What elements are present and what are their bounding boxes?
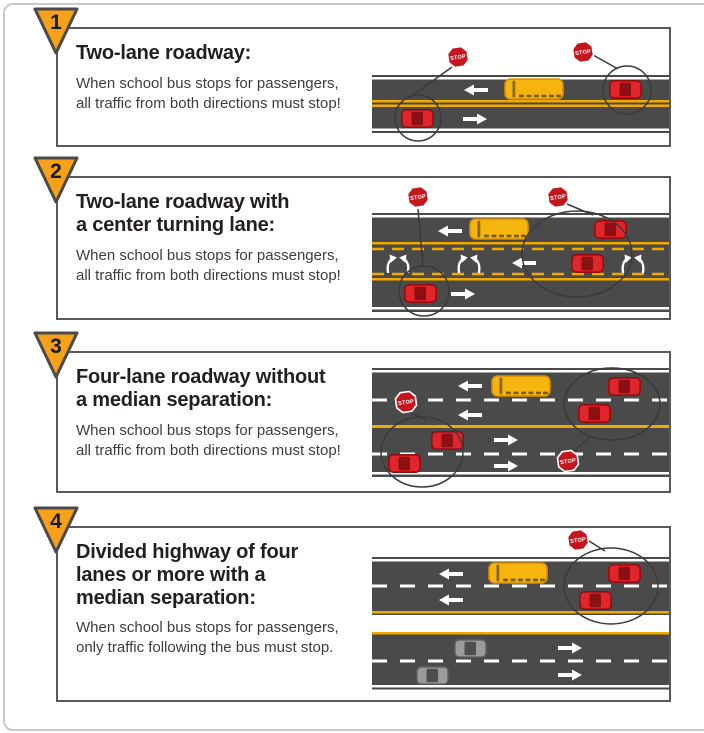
annotation-circle (602, 65, 652, 115)
stop-sign-icon: STOP (445, 44, 471, 70)
red-car (608, 377, 641, 396)
panel-4-text: Divided highway of four lanes or more wi… (76, 541, 381, 658)
stop-sign-icon: STOP (555, 448, 581, 474)
red-car (401, 109, 434, 128)
panel-1-number-marker: 1 (32, 6, 80, 56)
svg-text:STOP: STOP (575, 49, 592, 57)
panel-title: Two-lane roadway with a center turning l… (76, 191, 290, 236)
annotation-line (408, 66, 453, 99)
annotation-line (566, 203, 594, 216)
school-bus (469, 218, 529, 240)
panel-number: 3 (50, 335, 62, 358)
red-car (579, 591, 612, 610)
panel-1-road-illustration: STOP STOP (372, 39, 669, 142)
panel-number: 1 (50, 11, 62, 34)
panel-2-road-illustration: STOP STOP (372, 184, 669, 317)
annotation-line (572, 436, 591, 453)
annotation-ellipse (521, 210, 633, 298)
school-bus (488, 562, 548, 584)
stop-sign-icon: STOP (545, 184, 571, 210)
panel-center-turn-lane: 2 Two-lane roadway with a center turning… (56, 176, 671, 320)
panel-divided-highway: 4 Divided highway of four lanes or more … (56, 526, 671, 702)
panel-four-lane: 3 Four-lane roadway without a median sep… (56, 351, 671, 493)
svg-text:STOP: STOP (560, 458, 577, 466)
panel-description: When school bus stops for passengers, on… (76, 619, 339, 657)
stop-sign-icon: STOP (393, 389, 419, 415)
panel-description: When school bus stops for passengers, al… (76, 74, 341, 112)
red-car (608, 564, 641, 583)
panel-number: 2 (50, 160, 62, 183)
panel-description: When school bus stops for passengers, al… (76, 421, 341, 459)
school-bus (504, 78, 564, 100)
panel-description: When school bus stops for passengers, al… (76, 246, 341, 284)
red-car (431, 431, 464, 450)
panel-1-text: Two-lane roadway: When school bus stops … (76, 42, 381, 114)
svg-text:STOP: STOP (550, 194, 567, 202)
stop-sign-icon: STOP (570, 39, 596, 65)
red-car (609, 80, 642, 99)
annotation-line (409, 411, 427, 421)
panel-2-number-marker: 2 (32, 155, 80, 205)
annotation-circle (398, 265, 450, 317)
panel-3-text: Four-lane roadway without a median separ… (76, 366, 381, 460)
panel-3-road-illustration: STOP STOP (372, 367, 669, 488)
svg-text:STOP: STOP (410, 194, 427, 202)
panel-title: Divided highway of four lanes or more wi… (76, 541, 299, 609)
gray-car (454, 639, 487, 658)
panel-4-number-marker: 4 (32, 505, 80, 555)
panel-title: Four-lane roadway without a median separ… (76, 366, 326, 411)
red-car (404, 284, 437, 303)
panel-title: Two-lane roadway: (76, 42, 252, 64)
annotation-line (417, 208, 424, 267)
annotation-circle (394, 94, 442, 142)
panel-2-text: Two-lane roadway with a center turning l… (76, 191, 381, 285)
stop-sign-icon: STOP (565, 528, 591, 553)
panel-two-lane: 1 Two-lane roadway: When school bus stop… (56, 27, 671, 147)
annotation-line (588, 540, 606, 552)
svg-text:STOP: STOP (450, 54, 467, 62)
panel-number: 4 (50, 510, 62, 533)
page-frame (3, 3, 704, 731)
annotation-ellipse (380, 416, 464, 488)
school-bus (491, 375, 551, 397)
svg-text:STOP: STOP (570, 537, 587, 545)
stop-sign-icon: STOP (405, 184, 431, 210)
red-car (578, 404, 611, 423)
annotation-ellipse (563, 367, 661, 441)
svg-text:STOP: STOP (398, 399, 415, 407)
annotation-ellipse (563, 547, 659, 625)
gray-car (416, 666, 449, 685)
red-car (388, 454, 421, 473)
panel-4-road-illustration: STOP (372, 528, 669, 690)
annotation-line (592, 54, 619, 70)
panel-3-number-marker: 3 (32, 330, 80, 380)
red-car (571, 254, 604, 273)
